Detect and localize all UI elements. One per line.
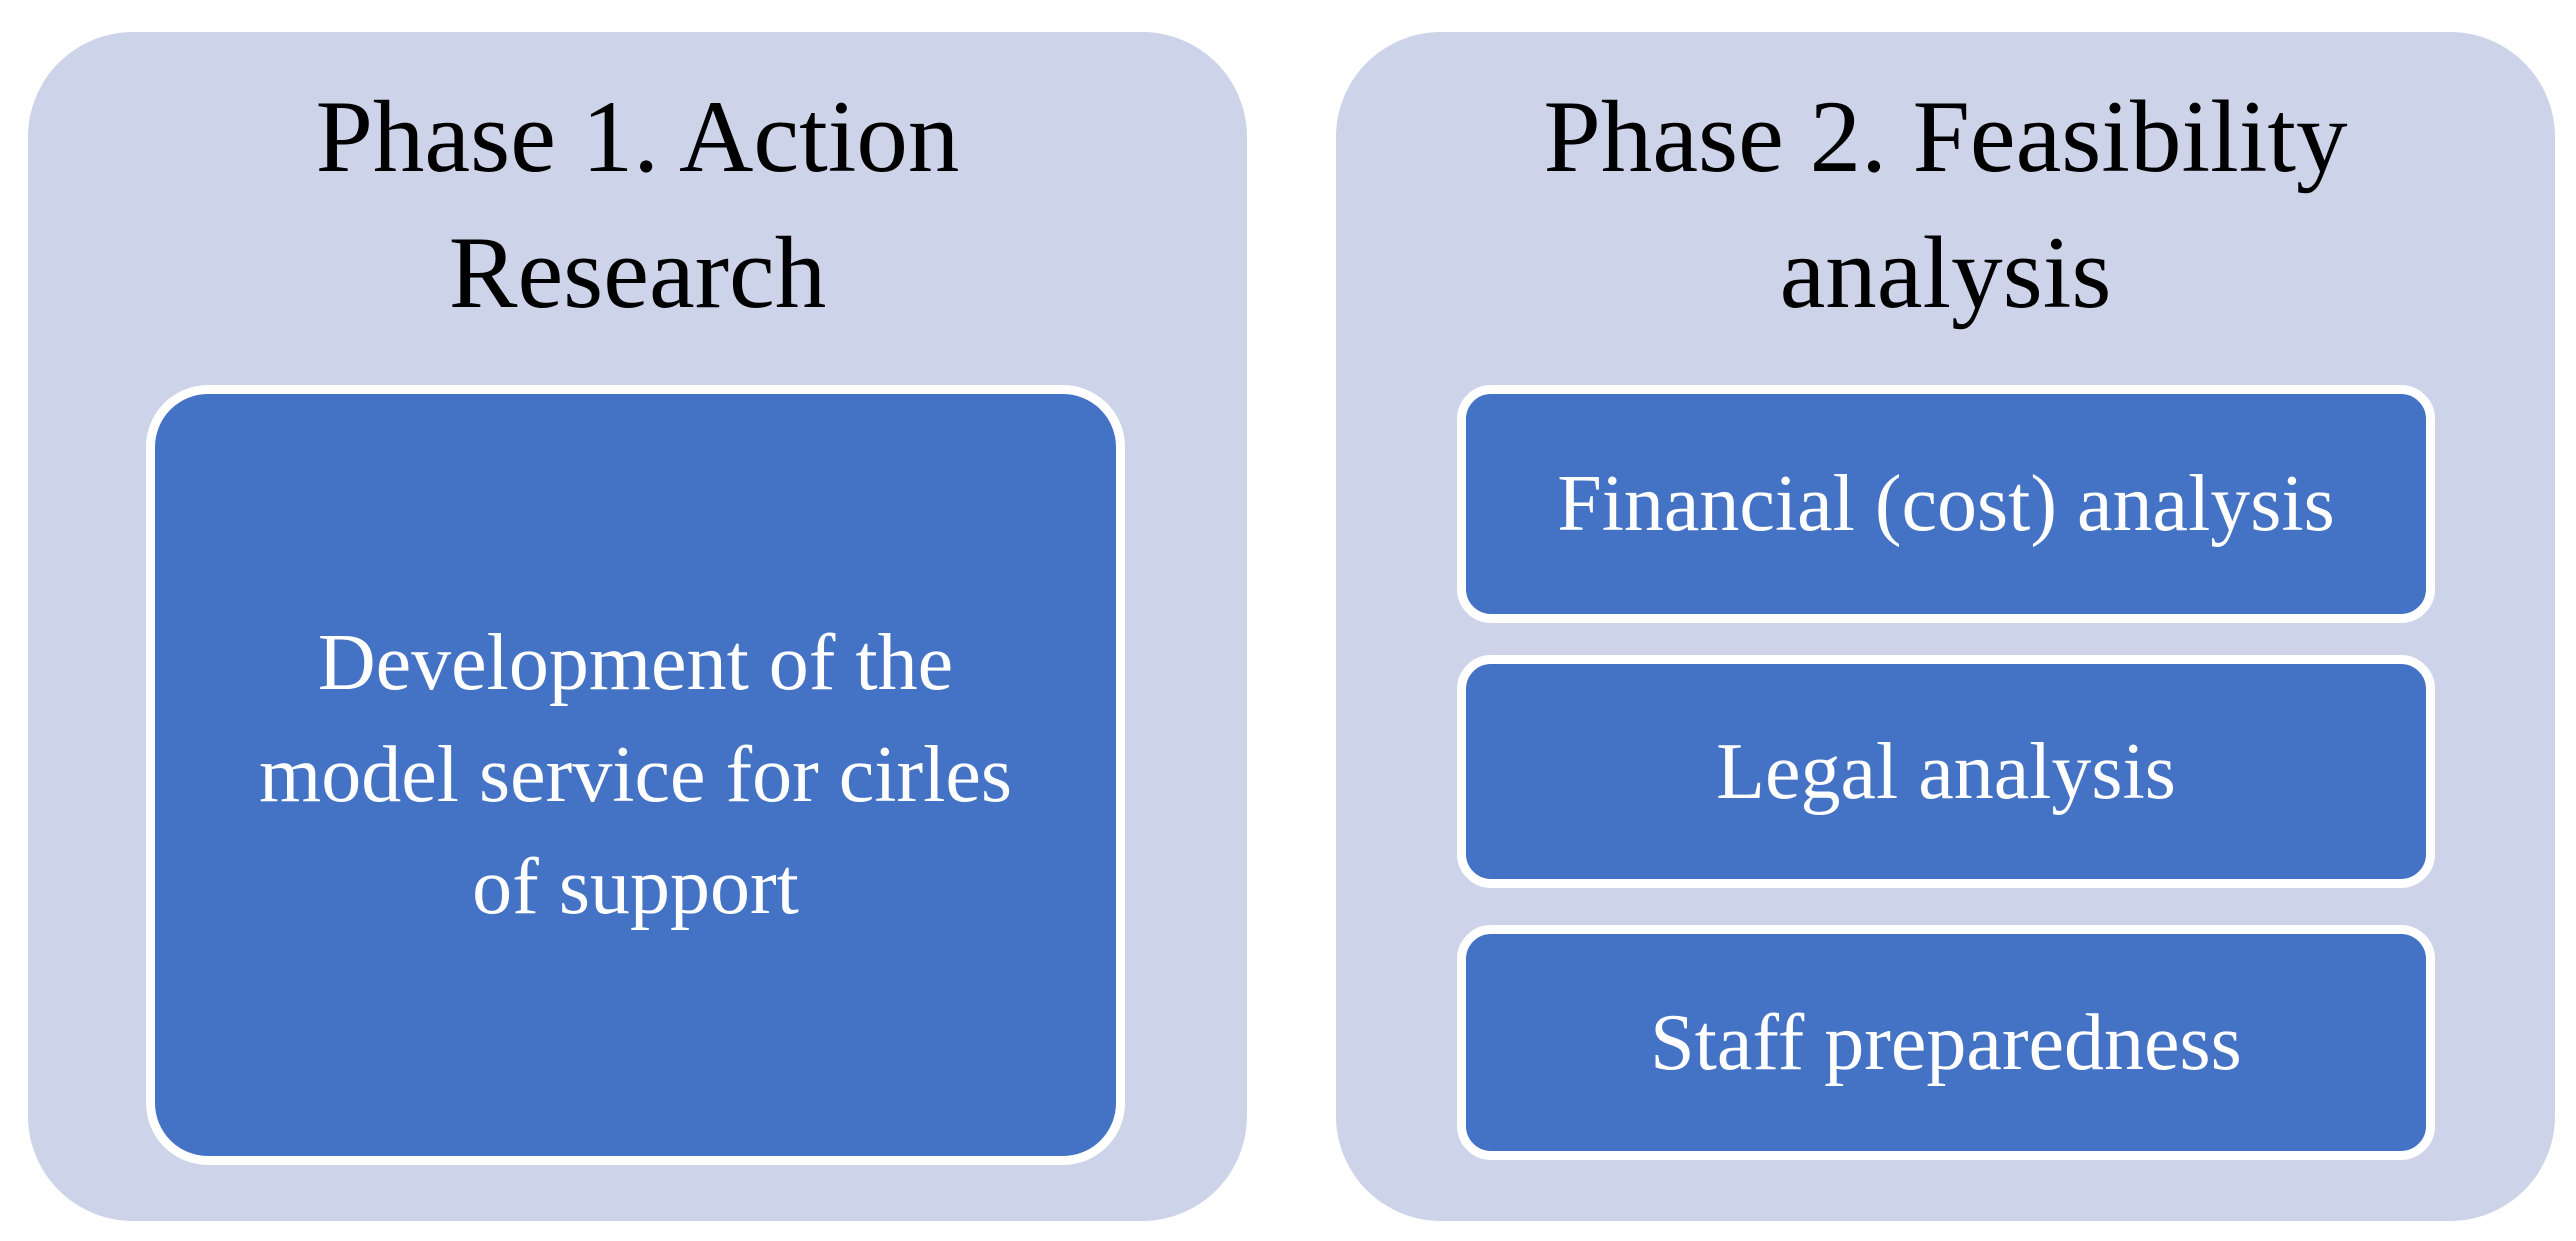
- phase2-financial-analysis-box: Financial (cost) analysis: [1457, 385, 2435, 623]
- phase2-panel: Phase 2. Feasibility analysis Financial …: [1336, 32, 2555, 1221]
- phase1-title-line2: Research: [448, 215, 827, 330]
- phase1-title: Phase 1. Action Research: [28, 32, 1247, 342]
- phase1-panel: Phase 1. Action Research Development of …: [28, 32, 1247, 1221]
- phase1-development-box: Development of the model service for cir…: [146, 385, 1125, 1165]
- development-box-line3: of support: [472, 843, 799, 931]
- phase2-title-line1: Phase 2. Feasibility: [1543, 80, 2348, 194]
- legal-analysis-label: Legal analysis: [1716, 727, 2176, 816]
- development-box-line2: model service for cirles: [258, 731, 1012, 819]
- development-box-line1: Development of the: [317, 619, 954, 707]
- phase2-legal-analysis-box: Legal analysis: [1457, 655, 2435, 888]
- phase2-staff-preparedness-box: Staff preparedness: [1457, 925, 2435, 1160]
- phase2-title: Phase 2. Feasibility analysis: [1336, 32, 2555, 342]
- staff-preparedness-label: Staff preparedness: [1650, 998, 2242, 1087]
- phase1-title-line1: Phase 1. Action: [315, 80, 960, 194]
- phase2-title-line2: analysis: [1779, 215, 2112, 330]
- financial-analysis-label: Financial (cost) analysis: [1557, 460, 2335, 548]
